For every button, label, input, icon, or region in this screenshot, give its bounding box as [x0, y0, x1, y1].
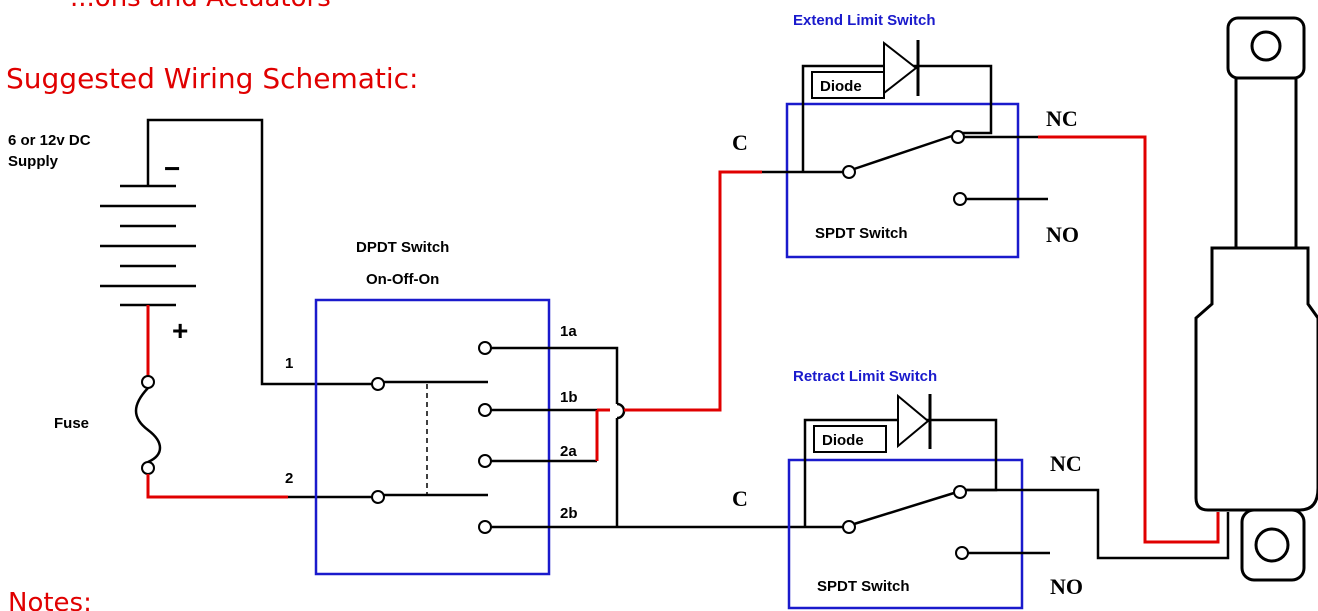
- retract-diode-label-box: [813, 425, 887, 453]
- extend-no-terminal: [953, 192, 967, 206]
- retract-no-terminal: [955, 546, 969, 560]
- supply-label-line2: Supply: [8, 153, 59, 170]
- supply-label-line1: 6 or 12v DC: [8, 132, 91, 149]
- label-1b: 1b: [560, 389, 578, 406]
- terminal-2a: [478, 454, 492, 468]
- extend-diode-bypass: [801, 64, 993, 172]
- wire-1a: [491, 346, 619, 404]
- extend-switch-blade: [853, 134, 953, 171]
- notes-heading: Notes:: [8, 588, 92, 611]
- label-2b: 2b: [560, 505, 578, 522]
- cut-off-heading: ...ons and Actuators: [70, 0, 331, 13]
- retract-nc-label: NC: [1050, 451, 1082, 476]
- pole1-terminal: [371, 377, 385, 391]
- extend-spdt-label: SPDT Switch: [815, 225, 908, 242]
- retract-switch-blade: [853, 491, 955, 526]
- plus-sign: +: [172, 315, 188, 346]
- fuse-label: Fuse: [54, 415, 89, 432]
- terminal-2b: [478, 520, 492, 534]
- pole2-terminal: [371, 490, 385, 504]
- extend-no-label: NO: [1046, 222, 1079, 247]
- extend-diode-label: Diode: [820, 78, 862, 95]
- retract-spdt-label: SPDT Switch: [817, 578, 910, 595]
- retract-diode-label: Diode: [822, 432, 864, 449]
- schematic-title: Suggested Wiring Schematic:: [6, 62, 418, 95]
- label-2a: 2a: [560, 443, 577, 460]
- retract-switch-title: Retract Limit Switch: [793, 368, 937, 385]
- dpdt-title-line2: On-Off-On: [366, 271, 439, 288]
- extend-nc-wire: [1038, 135, 1220, 544]
- minus-sign: −: [164, 153, 180, 184]
- extend-switch-box: [785, 102, 1020, 259]
- extend-diode-label-box: [811, 71, 885, 99]
- label-1a: 1a: [560, 323, 577, 340]
- battery-symbol: [100, 130, 196, 307]
- wire-crossover: [616, 402, 626, 420]
- extend-switch-title: Extend Limit Switch: [793, 12, 936, 29]
- pole1-label: 1: [285, 355, 293, 372]
- pole2-label: 2: [285, 470, 293, 487]
- dpdt-switch-box: [314, 298, 551, 576]
- terminal-1a: [478, 341, 492, 355]
- retract-no-label: NO: [1050, 574, 1083, 599]
- dpdt-title-line1: DPDT Switch: [356, 239, 449, 256]
- retract-common-terminal: [842, 520, 856, 534]
- retract-nc-terminal: [953, 485, 967, 499]
- extend-nc-terminal: [951, 130, 965, 144]
- retract-diode-icon: [897, 393, 932, 449]
- extend-nc-label: NC: [1046, 106, 1078, 131]
- extend-diode-icon: [883, 40, 920, 96]
- fuse-symbol: [134, 375, 162, 475]
- retract-switch-box: [787, 458, 1024, 610]
- positive-wire-to-pole2: [146, 474, 288, 499]
- extend-common-terminal: [842, 165, 856, 179]
- extend-c-label: C: [732, 130, 748, 155]
- retract-c-label: C: [732, 486, 748, 511]
- negative-wire: [146, 118, 376, 386]
- retract-nc-wire: [966, 488, 1230, 560]
- terminal-1b: [478, 403, 492, 417]
- linear-actuator-icon: [1194, 16, 1318, 582]
- wire-to-extend-common: [624, 170, 762, 412]
